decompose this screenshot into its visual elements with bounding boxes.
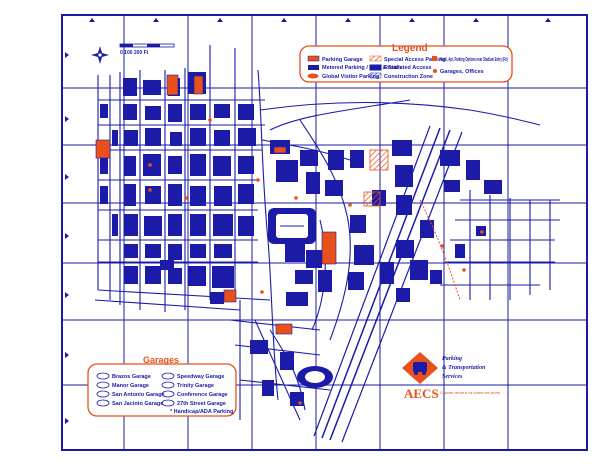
legend-item-office: Garages, Offices bbox=[440, 69, 484, 75]
compass-rose-icon bbox=[91, 46, 109, 64]
legend-swatch-visitor bbox=[307, 73, 319, 79]
parking-markers bbox=[148, 118, 484, 405]
legend-swatch-hotel bbox=[432, 56, 437, 61]
garage-item: Manor Garage bbox=[112, 383, 149, 389]
garages-title: Garages bbox=[143, 355, 179, 365]
garage-item: San Jacinto Garage bbox=[112, 401, 163, 407]
logo-line-2: & Transportation bbox=[442, 365, 486, 371]
legend-item-restricted: Restricted Access bbox=[384, 65, 432, 71]
garage-item: Brazos Garage bbox=[112, 374, 151, 380]
pts-logo: Parking & Transportation Services AECS C… bbox=[402, 352, 500, 401]
legend-item-construction: Construction Zone bbox=[384, 74, 433, 80]
garages-footnote: * Handicap/ADA Parking bbox=[170, 409, 233, 415]
logo-line-1: Parking bbox=[442, 356, 462, 362]
logo-line-3: Services bbox=[442, 374, 463, 380]
grid-edge-ticks bbox=[65, 18, 551, 424]
special-access-parking bbox=[363, 149, 389, 207]
legend-swatch-garage bbox=[307, 55, 320, 62]
legend-swatch-special-access bbox=[369, 55, 382, 62]
car-icon bbox=[413, 362, 427, 372]
legend-panel: Legend Parking Garage Special Access Par… bbox=[299, 43, 513, 83]
scale-label: 0 100 200 Ft bbox=[120, 50, 149, 56]
legend-item-metered: Metered Parking / Paid & Stalls bbox=[322, 65, 403, 71]
garage-item: Speedway Garage bbox=[177, 374, 224, 380]
garage-item: San Antonio Garage bbox=[112, 392, 165, 398]
legend-item-garage: Parking Garage bbox=[322, 57, 363, 63]
roads bbox=[94, 45, 560, 443]
legend-title: Legend bbox=[392, 43, 428, 54]
parking-garages bbox=[95, 74, 337, 335]
legend-item-hotel: Hotel, Apt, Parking Options near Stadium… bbox=[440, 57, 508, 63]
map-border bbox=[61, 14, 588, 451]
garage-item: Conference Garage bbox=[177, 392, 228, 398]
map-scale-bar: 0 100 200 Ft bbox=[119, 43, 175, 56]
garages-panel: Garages Brazos Garage Manor Garage San A… bbox=[87, 355, 237, 417]
legend-item-visitor: Global Visitor Parking bbox=[322, 74, 379, 80]
legend-swatch-restricted bbox=[369, 64, 382, 71]
garage-item: 27th Street Garage bbox=[177, 401, 226, 407]
logo-brand: AECS bbox=[404, 386, 439, 401]
legend-swatch-metered bbox=[308, 65, 319, 70]
logo-tagline: Customer service is our number one prior… bbox=[440, 391, 500, 395]
legend-swatch-construction bbox=[369, 72, 382, 79]
legend-item-special-access: Special Access Parking bbox=[384, 57, 446, 63]
arena bbox=[297, 366, 333, 388]
stadium bbox=[268, 208, 316, 244]
garage-item: Trinity Garage bbox=[177, 383, 214, 389]
legend-swatch-office bbox=[433, 69, 437, 73]
